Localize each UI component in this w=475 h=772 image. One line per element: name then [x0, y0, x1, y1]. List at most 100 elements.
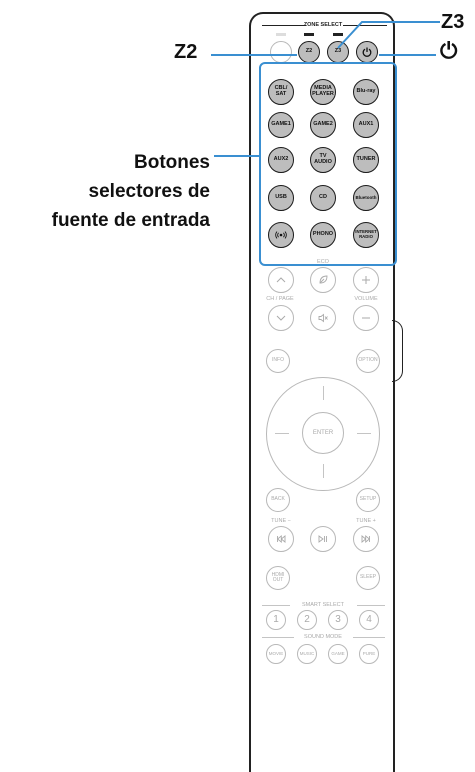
chevron-down-icon — [276, 315, 286, 321]
input-tuner-button[interactable]: TUNER — [353, 147, 379, 173]
smart-rule-left — [262, 605, 290, 606]
input-game1-label: GAME1 — [271, 121, 291, 128]
hdmi-out-button[interactable]: HDMI OUT — [266, 566, 290, 590]
zone-rule-left — [262, 25, 306, 26]
input-tuner-label: TUNER — [356, 156, 376, 163]
input-usb-button[interactable]: USB — [268, 185, 294, 211]
hdmi-out-label: HDMI OUT — [271, 571, 285, 583]
power-leader-line — [379, 54, 436, 56]
input-internet-radio-button[interactable]: INTERNET RADIO — [353, 222, 379, 248]
input-game2-label: GAME2 — [313, 121, 333, 128]
zone-led-z3 — [333, 33, 343, 36]
sound-mode-pure-button[interactable]: PURE — [359, 644, 379, 664]
sound-mode-game-button[interactable]: GAME — [328, 644, 348, 664]
input-phono-label: PHONO — [312, 231, 334, 238]
input-bluetooth-button[interactable]: Bluetooth — [353, 185, 379, 211]
smart-select-1-button[interactable]: 1 — [266, 610, 286, 630]
zone-select-label: ZONE SELECT — [303, 22, 343, 28]
input-internet-radio-label: INTERNET RADIO — [355, 229, 377, 239]
play-pause-button[interactable] — [310, 526, 336, 552]
input-cd-button[interactable]: CD — [310, 185, 336, 211]
volume-up-button[interactable] — [353, 267, 379, 293]
info-button[interactable]: INFO — [266, 349, 290, 373]
enter-label: ENTER — [312, 430, 334, 436]
input-aux1-label: AUX1 — [358, 121, 374, 128]
smart-select-4-button[interactable]: 4 — [359, 610, 379, 630]
z3-button[interactable]: Z3 — [327, 41, 349, 63]
leaf-icon — [319, 275, 328, 284]
sleep-button[interactable]: SLEEP — [356, 566, 380, 590]
input-aux2-button[interactable]: AUX2 — [268, 147, 294, 173]
input-bluetooth-label: Bluetooth — [355, 195, 377, 201]
setup-button[interactable]: SETUP — [356, 488, 380, 512]
input-bluray-button[interactable]: Blu-ray — [353, 79, 379, 105]
input-media-player-label: MEDIA PLAYER — [312, 85, 334, 97]
zone-led-main — [276, 33, 286, 36]
zone-rule-right — [343, 25, 387, 26]
z3-button-label: Z3 — [334, 48, 342, 55]
dpad-right-mark — [357, 433, 371, 434]
input-cbl-sat-label: CBL/ SAT — [274, 85, 288, 97]
smart-select-2-button[interactable]: 2 — [297, 610, 317, 630]
previous-button[interactable] — [268, 526, 294, 552]
input-phono-button[interactable]: PHONO — [310, 222, 336, 248]
option-button[interactable]: OPTION — [356, 349, 380, 373]
z3-callout: Z3 — [441, 11, 465, 33]
z2-button[interactable]: Z2 — [298, 41, 320, 63]
input-aux1-button[interactable]: AUX1 — [353, 112, 379, 138]
volume-down-button[interactable] — [353, 305, 379, 331]
power-icon — [362, 47, 372, 57]
mute-button[interactable] — [310, 305, 336, 331]
back-button[interactable]: BACK — [266, 488, 290, 512]
setup-label: SETUP — [359, 496, 377, 503]
main-zone-button[interactable] — [270, 41, 292, 63]
input-heos-button[interactable] — [268, 222, 294, 248]
channel-up-button[interactable] — [268, 267, 294, 293]
remote-side-bump — [392, 320, 403, 382]
dpad-ring[interactable] — [266, 377, 380, 491]
input-game2-button[interactable]: GAME2 — [310, 112, 336, 138]
input-game1-button[interactable]: GAME1 — [268, 112, 294, 138]
input-label-line-2: selectores de — [88, 181, 210, 202]
enter-button[interactable]: ENTER — [302, 412, 344, 454]
sound-rule-left — [262, 637, 294, 638]
option-label: OPTION — [358, 357, 378, 364]
sound-mode-music-button[interactable]: MUSIC — [297, 644, 317, 664]
plus-icon — [362, 276, 370, 284]
sound-mode-movie-button[interactable]: MOVIE — [266, 644, 286, 664]
input-cbl-sat-button[interactable]: CBL/ SAT — [268, 79, 294, 105]
eco-button[interactable] — [310, 267, 336, 293]
minus-icon — [362, 317, 370, 319]
input-cd-label: CD — [319, 194, 327, 201]
tune-plus-label: TUNE + — [356, 518, 376, 524]
dpad-down-mark — [323, 464, 324, 478]
smart-select-3-label: 3 — [335, 614, 341, 626]
chevron-up-icon — [276, 277, 286, 283]
input-bluray-label: Blu-ray — [356, 88, 376, 95]
back-label: BACK — [271, 496, 285, 503]
eco-label: ECO — [317, 259, 329, 265]
input-tv-audio-button[interactable]: TV AUDIO — [310, 147, 336, 173]
input-media-player-button[interactable]: MEDIA PLAYER — [310, 79, 336, 105]
smart-select-label: SMART SELECT — [302, 602, 344, 608]
ch-page-label: CH / PAGE — [266, 296, 294, 302]
input-usb-label: USB — [275, 194, 287, 201]
z2-leader-line — [211, 54, 297, 56]
play-pause-icon — [318, 535, 327, 543]
z2-callout: Z2 — [174, 41, 198, 63]
skip-forward-icon — [361, 535, 371, 543]
power-callout: ⏻ — [440, 38, 458, 63]
input-label-line-1: Botones — [134, 152, 210, 173]
mute-icon — [318, 313, 328, 323]
smart-select-3-button[interactable]: 3 — [328, 610, 348, 630]
skip-back-icon — [276, 535, 286, 543]
pure-label: PURE — [362, 651, 376, 657]
channel-down-button[interactable] — [268, 305, 294, 331]
input-selector-label: Botones selectores de fuente de entrada — [52, 148, 210, 235]
smart-select-4-label: 4 — [366, 614, 372, 626]
volume-label: VOLUME — [354, 296, 378, 302]
sound-mode-label: SOUND MODE — [304, 634, 342, 640]
next-button[interactable] — [353, 526, 379, 552]
movie-label: MOVIE — [268, 651, 284, 657]
dpad-up-mark — [323, 386, 324, 400]
